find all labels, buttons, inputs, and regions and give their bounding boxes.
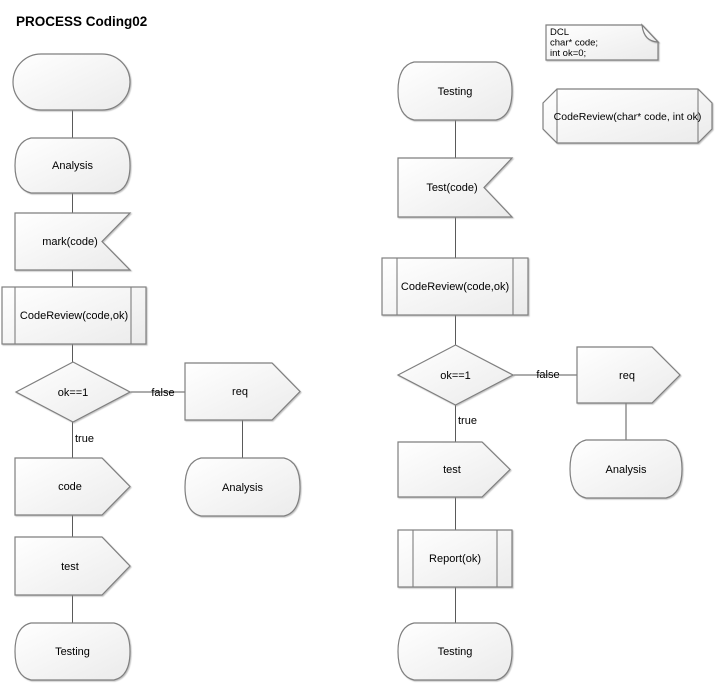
- state-shape: [14, 622, 131, 681]
- connectors: [72, 110, 627, 623]
- procedure-declaration-label: CodeReview(char* code, int ok): [554, 111, 702, 123]
- node-state-testing-top-right[interactable]: Testing: [397, 61, 513, 121]
- node-procedure-codereview-left[interactable]: CodeReview(code,ok): [1, 286, 147, 345]
- node-input-test-code[interactable]: Test(code): [397, 157, 514, 218]
- edge-label-true-right: true: [458, 415, 477, 427]
- node-output-req-right[interactable]: req: [576, 346, 681, 404]
- node-label: ok==1: [440, 370, 471, 382]
- node-label: CodeReview(code,ok): [20, 310, 128, 322]
- output-signal-shape: [14, 457, 131, 516]
- decision-diamond-shape: [396, 344, 515, 406]
- note-declaration[interactable]: DCL char* code; int ok=0;: [545, 23, 660, 61]
- procedure-shape: [397, 529, 513, 588]
- node-label: Testing: [438, 646, 473, 658]
- edge-label-false-right: false: [536, 369, 559, 381]
- procedure-declaration[interactable]: CodeReview(char* code, int ok): [542, 88, 713, 144]
- node-decision-left[interactable]: ok==1: [14, 361, 132, 423]
- node-label: Testing: [55, 646, 90, 658]
- node-procedure-report[interactable]: Report(ok): [397, 529, 513, 588]
- node-output-test-right[interactable]: test: [397, 441, 511, 498]
- node-label: Analysis: [222, 482, 263, 494]
- node-label: ok==1: [58, 387, 89, 399]
- node-procedure-codereview-right[interactable]: CodeReview(code,ok): [381, 257, 529, 316]
- note-text-line1: DCL: [550, 27, 569, 38]
- node-state-testing-left[interactable]: Testing: [14, 622, 131, 681]
- output-signal-shape: [576, 346, 681, 404]
- node-label: Test(code): [426, 182, 477, 194]
- node-label: Testing: [438, 86, 473, 98]
- node-output-code[interactable]: code: [14, 457, 131, 516]
- state-shape: [14, 137, 131, 194]
- edge-label-true-left: true: [75, 433, 94, 445]
- output-signal-shape: [184, 362, 301, 421]
- output-signal-shape: [397, 441, 511, 498]
- edge-label-false-left: false: [151, 387, 174, 399]
- note-text-line2: char* code;: [550, 38, 598, 49]
- node-label: CodeReview(code,ok): [401, 281, 509, 293]
- node-state-analysis-left-branch[interactable]: Analysis: [184, 457, 301, 517]
- input-signal-shape: [14, 212, 132, 271]
- node-output-req-left[interactable]: req: [184, 362, 301, 421]
- state-shape: [397, 622, 513, 681]
- state-shape: [569, 439, 683, 499]
- node-label: Report(ok): [429, 553, 481, 565]
- node-decision-right[interactable]: ok==1: [396, 344, 515, 406]
- page-title: PROCESS Coding02: [16, 14, 147, 29]
- note-shape: [545, 24, 659, 61]
- note-fold-corner: [641, 23, 660, 43]
- procedure-shape: [381, 257, 529, 316]
- note-text-line3: int ok=0;: [550, 48, 586, 59]
- decision-diamond-shape: [14, 361, 132, 423]
- node-label: Analysis: [52, 160, 93, 172]
- procedure-shape: [1, 286, 147, 345]
- state-shape: [397, 61, 513, 121]
- node-label: test: [443, 464, 461, 476]
- node-state-analysis-left[interactable]: Analysis: [14, 137, 131, 194]
- node-label: req: [232, 386, 248, 398]
- state-shape: [184, 457, 301, 517]
- output-signal-shape: [14, 536, 131, 596]
- node-state-analysis-right-branch[interactable]: Analysis: [569, 439, 683, 499]
- input-signal-shape: [397, 157, 514, 218]
- node-label: Analysis: [606, 464, 647, 476]
- node-start-terminator[interactable]: [12, 53, 131, 111]
- node-label: test: [61, 561, 79, 573]
- node-output-test-left[interactable]: test: [14, 536, 131, 596]
- node-state-testing-bottom-right[interactable]: Testing: [397, 622, 513, 681]
- node-input-mark-code[interactable]: mark(code): [14, 212, 132, 271]
- node-label: code: [58, 481, 82, 493]
- node-label: req: [619, 370, 635, 382]
- node-label: mark(code): [42, 236, 98, 248]
- start-terminator-shape: [12, 53, 131, 111]
